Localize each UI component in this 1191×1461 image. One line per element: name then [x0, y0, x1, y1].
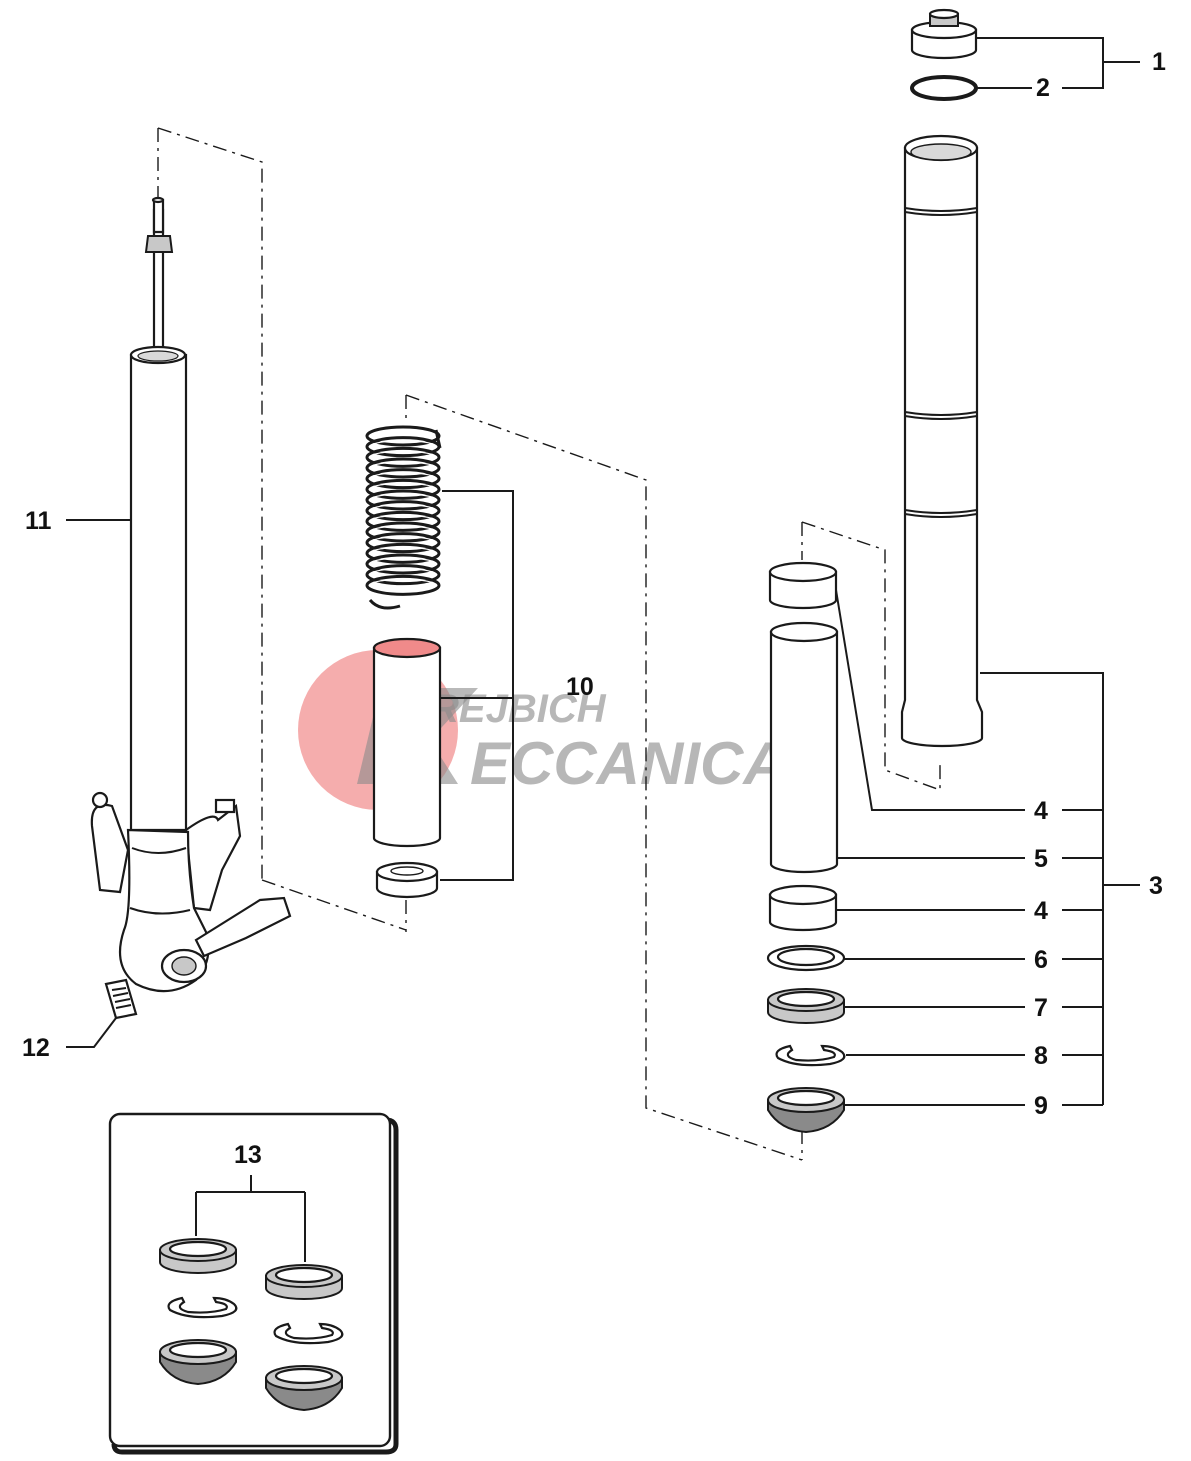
seal-kit-oil-seal-left	[159, 1238, 237, 1274]
spring-icon	[365, 425, 442, 610]
seal-kit-snap-ring-right	[273, 1322, 344, 1345]
spring-coil	[365, 489, 441, 511]
spring-coil-highlight	[369, 525, 437, 539]
leader-lines-3-9	[835, 589, 1140, 1106]
spring-coil	[365, 425, 441, 447]
callout-4-lower: 4	[1034, 897, 1048, 925]
spring-coil	[365, 478, 441, 500]
callout-11: 11	[25, 507, 52, 535]
snap-ring-icon	[775, 1044, 846, 1067]
washer-icon	[766, 944, 846, 972]
watermark-text-bottom: ECCANICA	[470, 730, 787, 797]
seal-kit-dust-seal-right	[265, 1365, 343, 1412]
leader-lines-1-2	[976, 37, 1140, 89]
leader-lines-10	[440, 490, 514, 881]
callout-4-upper: 4	[1034, 797, 1048, 825]
callout-13: 13	[234, 1141, 262, 1169]
callout-3: 3	[1149, 872, 1163, 900]
spring-coil-highlight	[369, 461, 437, 475]
spring-end	[368, 429, 442, 610]
spring-coil-highlight	[369, 440, 437, 454]
callout-8: 8	[1034, 1042, 1048, 1070]
spring-coil	[365, 468, 441, 490]
spacer-tube-icon	[769, 621, 839, 874]
callout-6: 6	[1034, 946, 1048, 974]
watermark-text-top: REJBICH	[430, 687, 607, 731]
spring-coil-highlight	[369, 493, 437, 507]
callout-12: 12	[22, 1034, 50, 1062]
bushing-icon	[768, 561, 838, 610]
spring-coil	[365, 446, 441, 468]
spring-coil-highlight	[369, 536, 437, 550]
watermark: REJBICH ECCANICA	[298, 650, 787, 810]
callout-labels: 1 2 3 4 5 4 6 7 8 9 10 11 12 13	[22, 48, 1166, 1169]
spring-coil	[365, 564, 441, 586]
upper-fork-tube-icon	[900, 134, 984, 748]
spring-coil-highlight	[369, 504, 437, 518]
oil-seal-icon	[767, 988, 845, 1024]
spring-coil-highlight	[369, 578, 437, 592]
callout-2: 2	[1036, 74, 1050, 102]
spring-coil-highlight	[369, 557, 437, 571]
spring-coil	[365, 553, 441, 575]
callout-5: 5	[1034, 845, 1048, 873]
spring-coil-highlight	[369, 546, 437, 560]
spring-coil	[365, 542, 441, 564]
label-sticker-icon	[104, 978, 138, 1020]
spring-coil	[365, 500, 441, 522]
o-ring-icon	[910, 75, 978, 101]
spring-coil	[365, 457, 441, 479]
assembly-axis-lines	[157, 127, 941, 1161]
bushing-icon-lower	[768, 884, 838, 932]
dust-seal-icon	[767, 1087, 845, 1134]
seal-kit-dust-seal-left	[159, 1339, 237, 1386]
cap-plug-icon	[910, 8, 978, 60]
spring-coil	[365, 521, 441, 543]
callout-1: 1	[1152, 48, 1166, 76]
seal-kit-snap-ring-left	[167, 1296, 238, 1319]
spring-coil	[365, 510, 441, 532]
spring-seat-icon	[375, 861, 439, 899]
callout-10: 10	[566, 673, 594, 701]
preload-tube-icon	[372, 637, 442, 848]
spring-coil-highlight	[369, 472, 437, 486]
seal-kit-box	[108, 1112, 399, 1455]
spring-coil-highlight	[369, 514, 437, 528]
leader-line-12	[66, 1017, 117, 1048]
spring-coil-highlight	[369, 568, 437, 582]
spring-coil-highlight	[369, 482, 437, 496]
spring-coil	[365, 532, 441, 554]
spring-coil-highlight	[369, 450, 437, 464]
seal-kit-oil-seal-right	[265, 1264, 343, 1300]
spring-coil	[365, 574, 441, 596]
callout-7: 7	[1034, 994, 1048, 1022]
fork-leg-icon	[90, 196, 292, 993]
callout-9: 9	[1034, 1092, 1048, 1120]
